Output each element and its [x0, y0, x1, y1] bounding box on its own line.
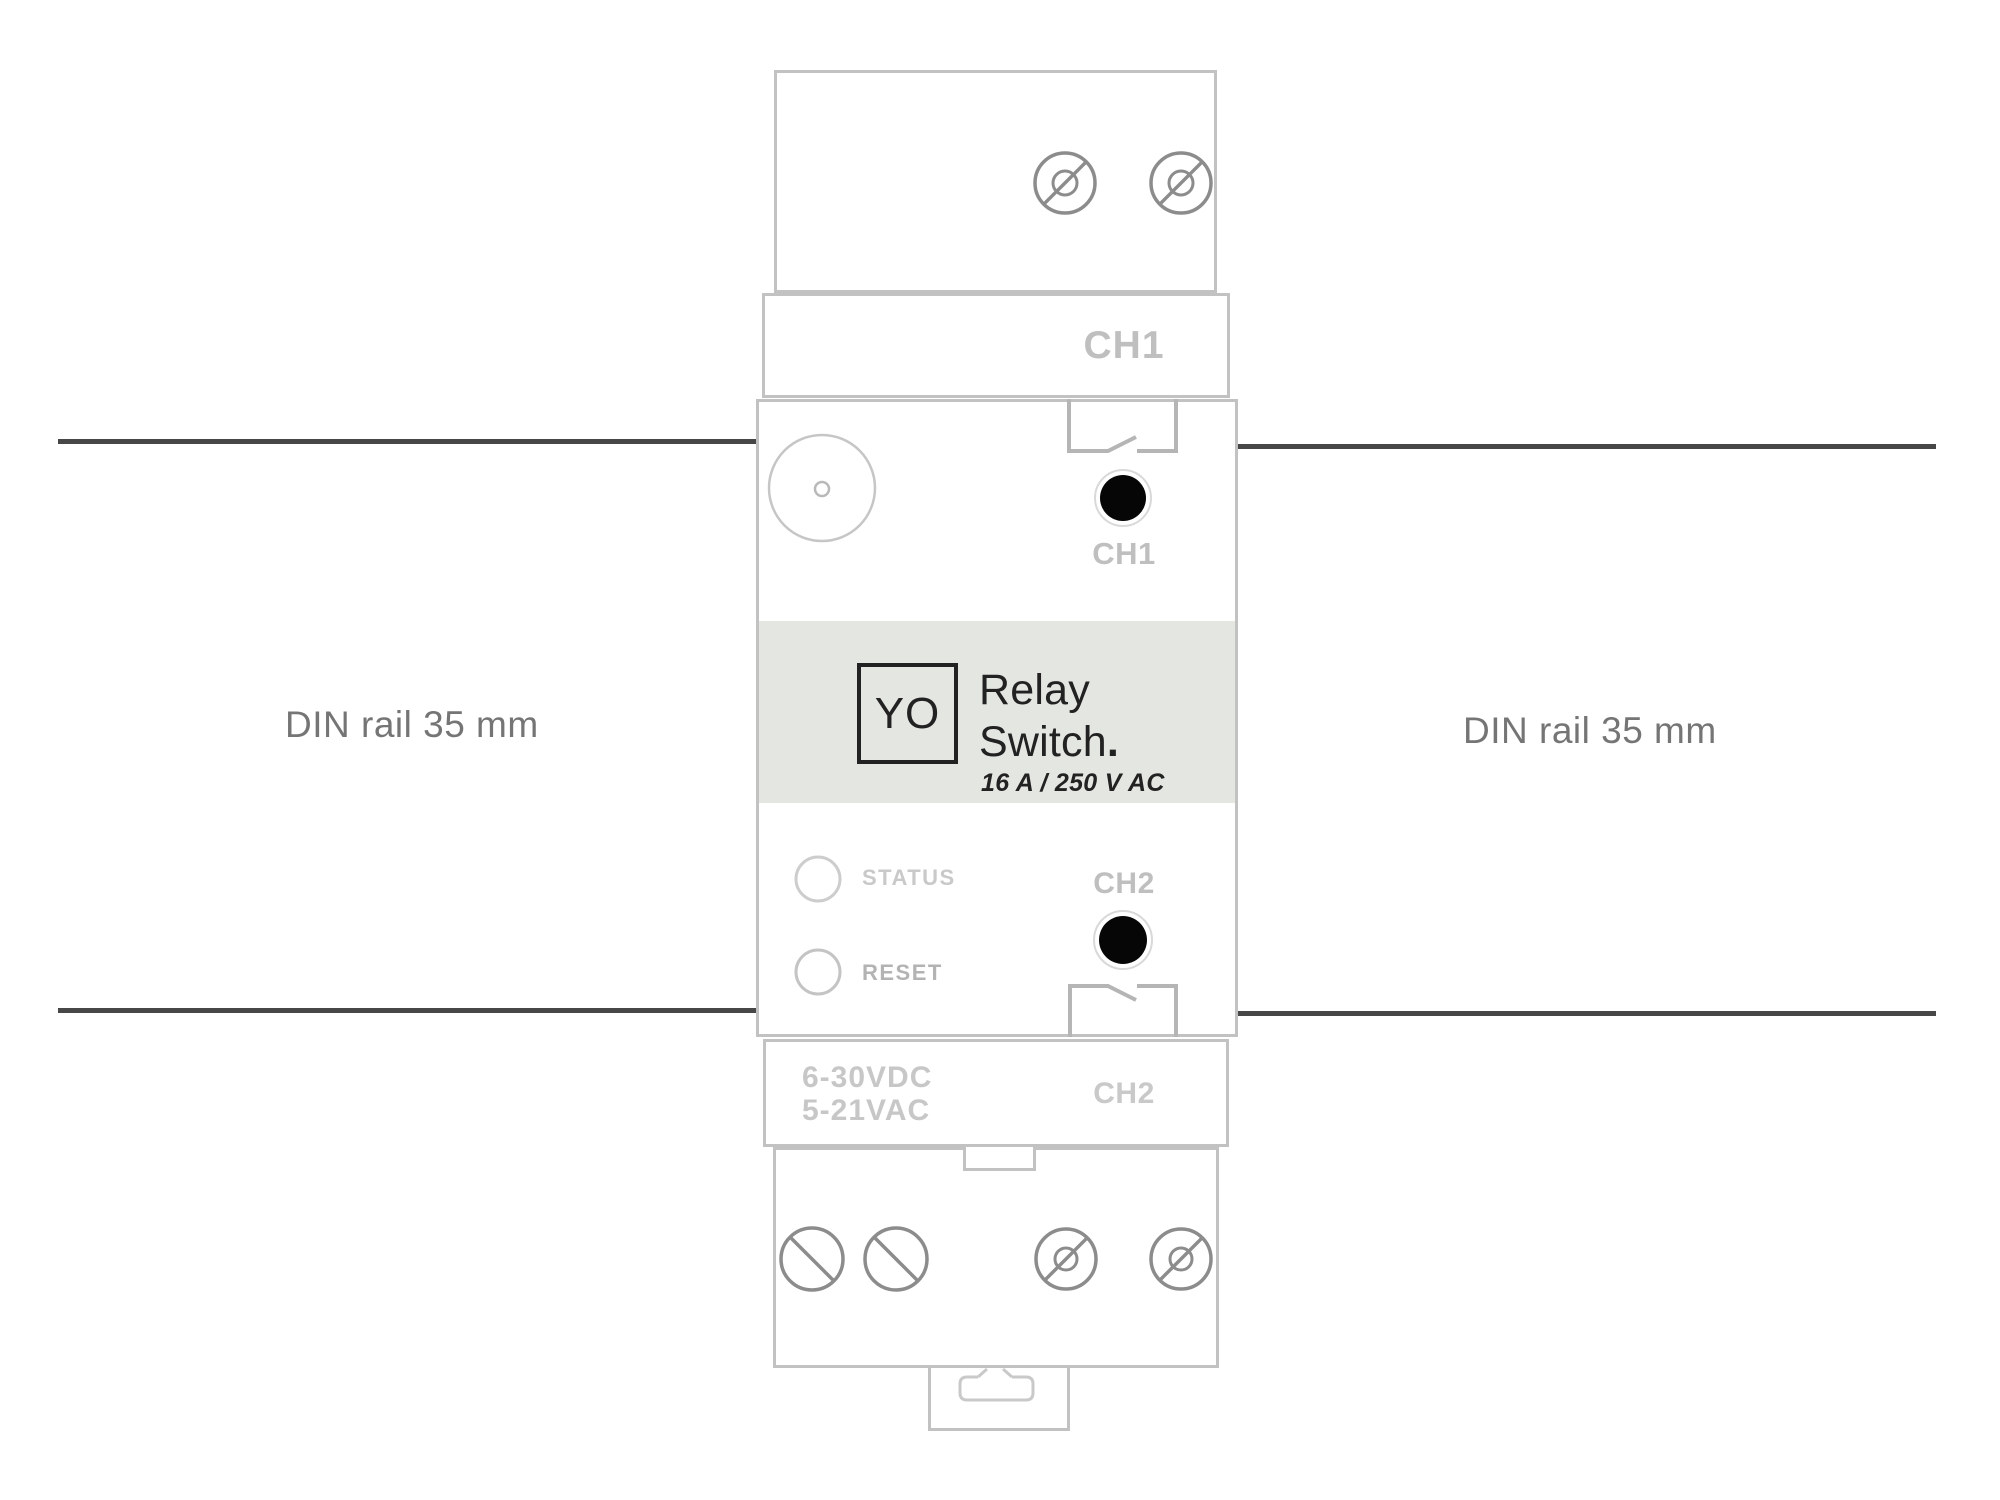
brand-logo-box: YO	[857, 663, 958, 764]
power-input-band	[763, 1039, 1229, 1147]
screw-slot-icon	[779, 1226, 845, 1292]
din-rail-label-right: DIN rail 35 mm	[1463, 710, 1717, 751]
product-name-line1: Relay	[979, 666, 1090, 714]
reset-button-icon	[794, 948, 842, 996]
bottom-terminal-block	[773, 1147, 1219, 1368]
screw-terminal-icon	[1149, 151, 1213, 215]
brand-band	[759, 621, 1235, 803]
status-led-icon	[794, 855, 842, 903]
relay-contact-ch2-icon	[1068, 984, 1178, 1037]
power-band-ch2-label: CH2	[1093, 1077, 1155, 1110]
din-rail-label-left: DIN rail 35 mm	[285, 704, 539, 745]
voltage-range-ac: 5-21VAC	[802, 1094, 931, 1127]
screw-terminal-icon	[1033, 151, 1097, 215]
din-clip-slot-icon	[958, 1367, 1035, 1402]
ch1-terminal-band	[762, 293, 1230, 398]
screw-terminal-icon	[1034, 1227, 1098, 1291]
product-name: Relay Switch.	[979, 664, 1119, 768]
ch2-push-button-dot	[1093, 910, 1153, 970]
ch1-push-button-dot	[1094, 469, 1152, 527]
top-terminal-block	[774, 70, 1217, 293]
electrical-rating: 16 A / 250 V AC	[981, 769, 1165, 797]
din-rail-top-right-line	[1238, 444, 1936, 449]
screw-terminal-icon	[1149, 1227, 1213, 1291]
din-rail-top-left-line	[58, 439, 756, 444]
brand-logo-text: YO	[874, 688, 941, 738]
housing-notch	[963, 1147, 1036, 1171]
product-name-line2: Switch.	[979, 718, 1120, 766]
ch2-channel-label: CH2	[1093, 867, 1155, 900]
ch1-channel-label: CH1	[1092, 536, 1156, 571]
din-rail-bottom-left-line	[58, 1008, 756, 1013]
din-rail-bottom-right-line	[1238, 1011, 1936, 1016]
brand-period: .	[1106, 718, 1120, 766]
voltage-range-dc: 6-30VDC	[802, 1061, 933, 1094]
reset-label: RESET	[862, 960, 943, 985]
screw-slot-icon	[863, 1226, 929, 1292]
buzzer-icon	[767, 433, 877, 543]
ch1-band-label: CH1	[1083, 324, 1165, 367]
relay-contact-ch1-icon	[1067, 399, 1178, 453]
status-label: STATUS	[862, 865, 956, 890]
